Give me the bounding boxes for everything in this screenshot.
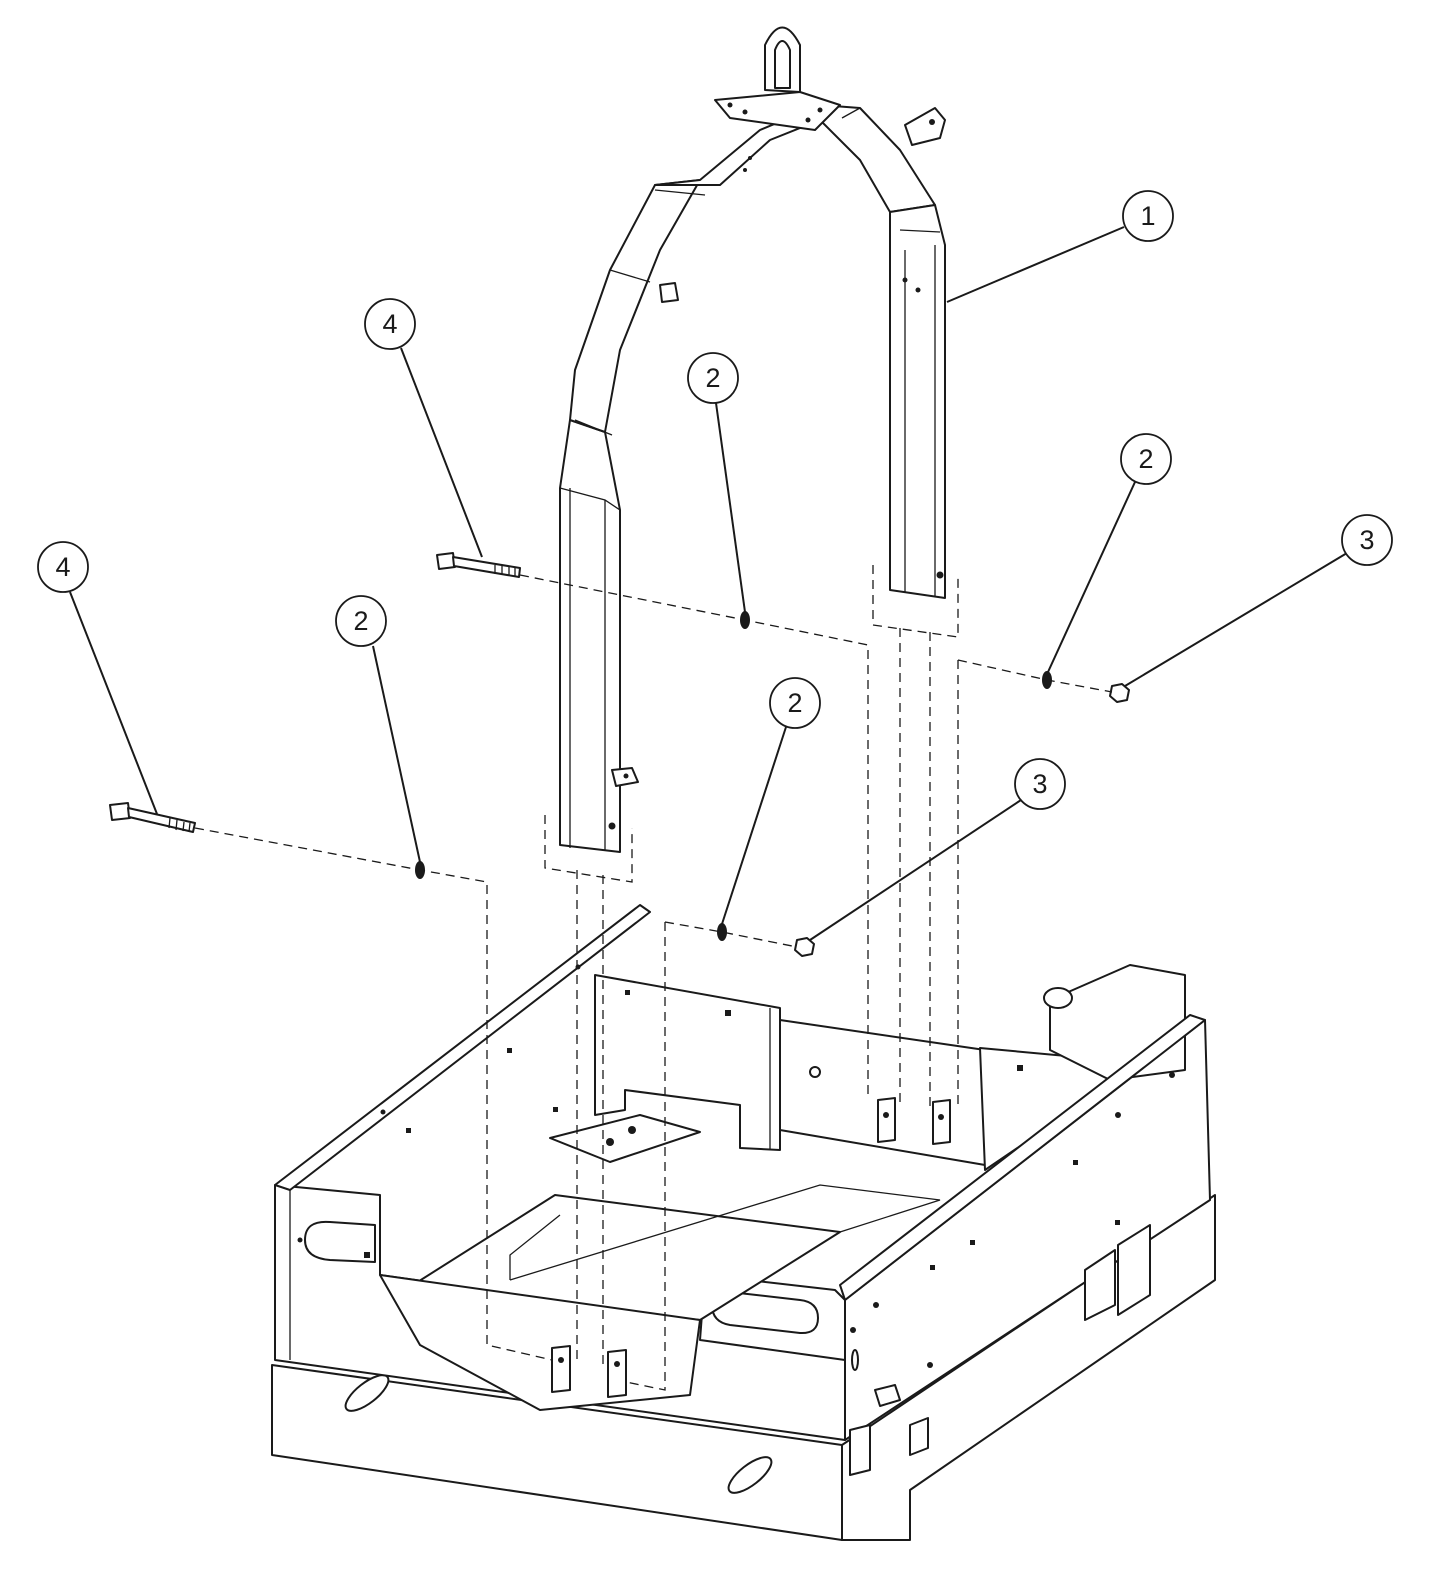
svg-text:2: 2 [787, 688, 802, 718]
front-ear-right [607, 1349, 627, 1398]
callout-2-left: 2 [335, 595, 387, 647]
roll-bar-right-leg [889, 204, 946, 599]
callout-2-right: 2 [1120, 433, 1172, 485]
rear-ear-right [932, 1099, 951, 1145]
leg-hole-left [608, 822, 616, 830]
svg-text:2: 2 [353, 606, 368, 636]
assembly-paths [194, 565, 1113, 1391]
roll-bar-left-leg [559, 419, 621, 853]
callouts: 1 4 2 2 3 4 [37, 190, 1393, 941]
front-ear-left [551, 1345, 571, 1393]
chassis-right-inner-wall [779, 1019, 986, 1166]
base-chassis [271, 904, 1216, 1541]
frame-tab-top-right [904, 107, 946, 146]
svg-text:3: 3 [1359, 525, 1374, 555]
callout-4-left: 4 [37, 541, 89, 593]
lifting-eye [714, 26, 841, 131]
callout-3-right: 3 [1341, 514, 1393, 566]
roll-bar-frame [559, 26, 946, 853]
callout-4-upper: 4 [364, 298, 416, 350]
svg-text:4: 4 [382, 309, 397, 339]
bolt-left-front [109, 802, 196, 833]
bolt-left-rear [436, 552, 521, 578]
callout-1: 1 [1122, 190, 1174, 242]
nut-front [794, 937, 815, 957]
chassis-left-rail [274, 904, 651, 1191]
callout-2-lower: 2 [769, 677, 821, 729]
chassis-right-rail [839, 1014, 1206, 1301]
svg-text:2: 2 [705, 363, 720, 393]
leg-hole-right [936, 571, 944, 579]
svg-text:1: 1 [1140, 201, 1155, 231]
svg-text:4: 4 [55, 552, 70, 582]
nut-rear [1109, 683, 1130, 703]
frame-tab-left [659, 282, 679, 303]
rear-ear-left [877, 1097, 896, 1143]
roll-bar-left-bend [569, 179, 701, 433]
svg-text:2: 2 [1138, 444, 1153, 474]
svg-text:3: 3 [1032, 769, 1047, 799]
washer-d [717, 923, 727, 941]
chassis-center-bracket [549, 1114, 701, 1163]
callout-3-lower: 3 [1014, 758, 1066, 810]
callout-2-center: 2 [687, 352, 739, 404]
